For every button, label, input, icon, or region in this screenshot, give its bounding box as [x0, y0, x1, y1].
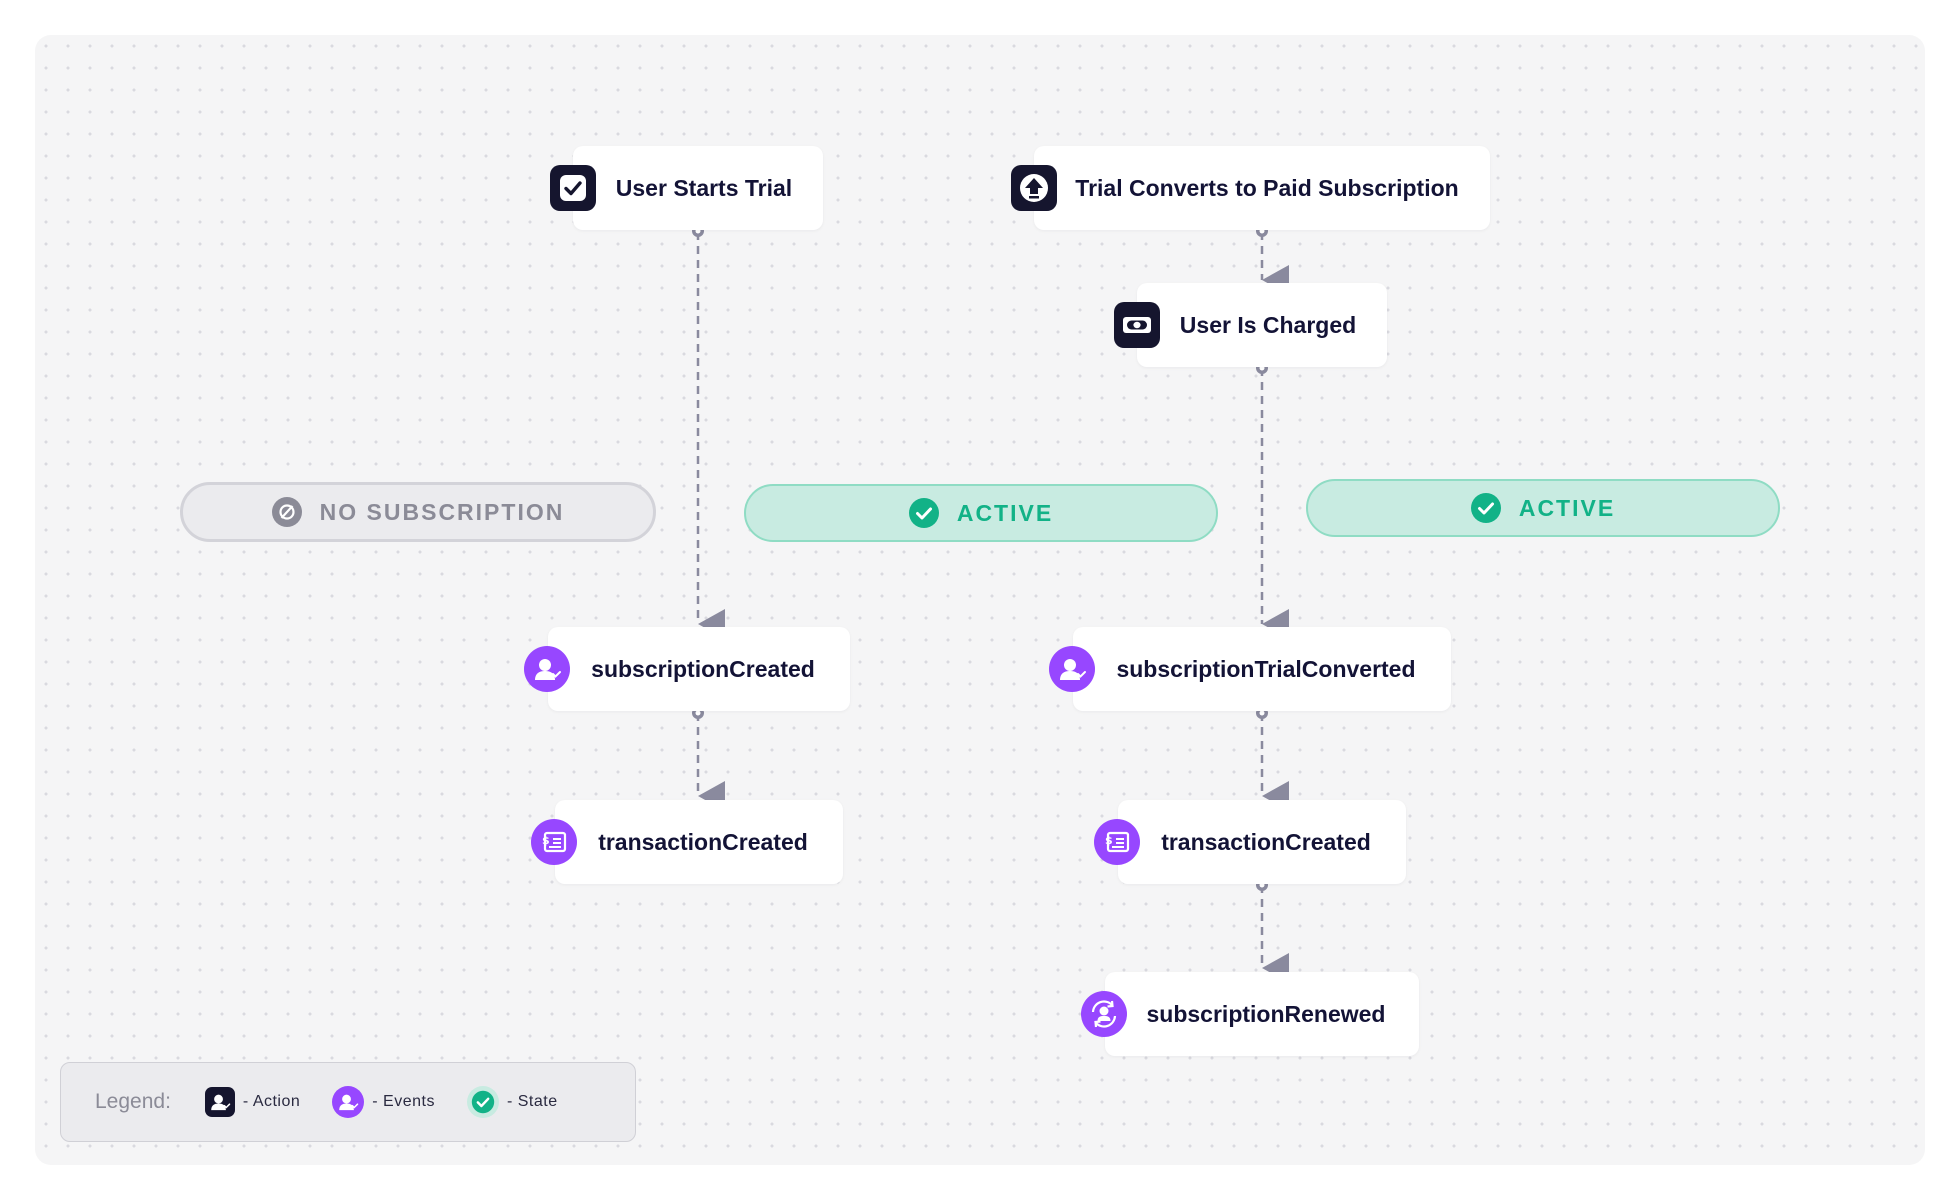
user-check-icon: [204, 1087, 235, 1117]
state-label: ACTIVE: [956, 499, 1054, 526]
user-check-icon: [1049, 646, 1095, 692]
check-circle-icon: [1470, 493, 1501, 523]
legend-item-state: - State: [466, 1086, 558, 1118]
node-transaction-created-left[interactable]: $ transactionCreated: [531, 800, 843, 884]
upload-arrow-icon: [1011, 165, 1057, 211]
node-label: subscriptionCreated: [591, 655, 815, 682]
legend-events-label: - Events: [372, 1093, 435, 1110]
empty-set-icon: [271, 497, 302, 527]
edge-transaction-to-renewed: [1256, 879, 1289, 983]
state-active-trial: ACTIVE: [744, 484, 1218, 542]
legend-item-events: - Events: [332, 1086, 435, 1118]
edge-charged-to-trial-converted: [1256, 362, 1289, 639]
node-label: User Is Charged: [1179, 311, 1357, 338]
legend-title: Legend:: [95, 1090, 171, 1113]
node-label: transactionCreated: [1161, 828, 1371, 855]
node-label: Trial Converts to Paid Subscription: [1075, 174, 1459, 201]
edge-trial-converted-to-transaction: [1256, 707, 1289, 811]
diagram-canvas: [35, 35, 1925, 1165]
node-transaction-created-right[interactable]: $ transactionCreated: [1094, 800, 1406, 884]
svg-text:$: $: [1105, 834, 1113, 847]
node-subscription-trial-converted[interactable]: subscriptionTrialConverted: [1049, 627, 1451, 711]
node-subscription-renewed[interactable]: subscriptionRenewed: [1081, 972, 1419, 1056]
svg-text:$: $: [542, 834, 550, 847]
state-label: ACTIVE: [1518, 494, 1616, 521]
user-check-icon: [524, 646, 570, 692]
check-circle-icon: [908, 498, 939, 528]
user-check-icon: [332, 1086, 365, 1118]
renew-icon: [1081, 991, 1127, 1037]
edge-subscription-created-to-transaction: [692, 707, 725, 811]
legend: Legend: - Action - Events - State: [60, 1062, 636, 1142]
node-trial-converts[interactable]: Trial Converts to Paid Subscription: [1011, 146, 1490, 230]
node-label: subscriptionRenewed: [1146, 1000, 1386, 1027]
legend-state-label: - State: [506, 1093, 558, 1110]
node-label: subscriptionTrialConverted: [1116, 655, 1416, 682]
state-no-subscription: NO SUBSCRIPTION: [180, 482, 656, 542]
node-subscription-created[interactable]: subscriptionCreated: [524, 627, 850, 711]
node-user-starts-trial[interactable]: User Starts Trial: [550, 146, 823, 230]
node-label: transactionCreated: [598, 828, 808, 855]
money-bill-icon: [1114, 302, 1160, 348]
state-active-paid: ACTIVE: [1306, 479, 1780, 537]
edge-trial-to-subscription-created: [692, 225, 725, 639]
check-circle-icon: [466, 1086, 499, 1118]
legend-action-label: - Action: [242, 1093, 301, 1110]
receipt-icon: $: [1094, 819, 1140, 865]
edge-converts-to-charged: [1256, 225, 1289, 295]
checkbox-icon: [550, 165, 596, 211]
state-label: NO SUBSCRIPTION: [319, 498, 565, 525]
node-user-is-charged[interactable]: User Is Charged: [1114, 283, 1387, 367]
node-label: User Starts Trial: [615, 174, 793, 201]
receipt-icon: $: [531, 819, 577, 865]
legend-item-action: - Action: [204, 1087, 301, 1117]
